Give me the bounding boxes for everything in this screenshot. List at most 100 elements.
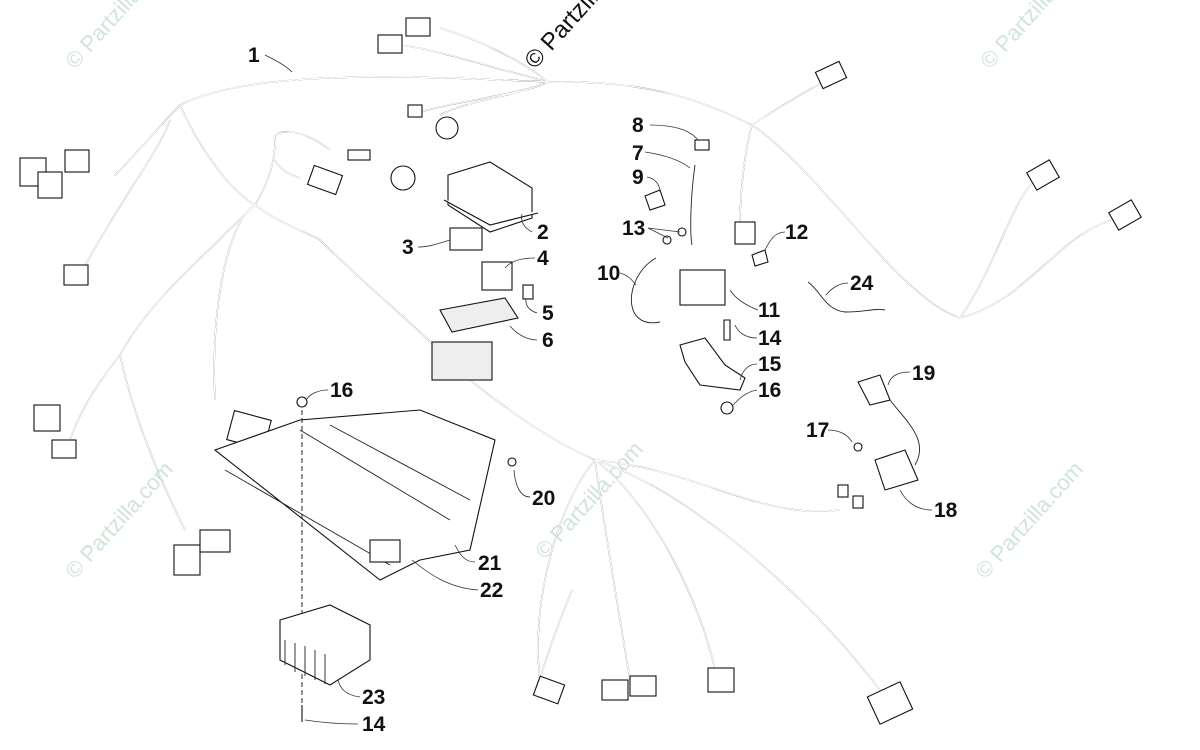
connector [532,675,566,705]
watermark: © Partzilla.com [975,0,1093,73]
harness-wire-inner [114,104,181,176]
solenoid-bracket [679,337,746,391]
coil-screw [853,442,863,452]
fuse-holder-connector [449,227,483,251]
callout-6: 6 [542,329,554,352]
connector [377,34,403,54]
harness-wire [547,81,753,126]
callout-22: 22 [480,579,503,602]
harness-wire-inner [69,354,121,441]
harness-wire [119,204,256,356]
push-rivet [507,457,517,467]
lock-nut [296,396,308,408]
harness-wire-inner [469,379,596,461]
coil-terminal [852,495,864,509]
harness-wire [959,217,1121,319]
terminal-boot [694,139,710,151]
heat-sink-fins [284,640,326,684]
connector [405,17,431,37]
harness-wire-inner [213,204,256,401]
connector [1025,159,1061,191]
solenoid-plug [734,221,756,245]
harness-wire-inner [959,174,1041,319]
harness-wire [179,104,256,206]
harness-wire [739,124,753,226]
harness-wire-inner [739,124,753,226]
callout-21: 21 [478,552,502,575]
solenoid-group [630,139,886,415]
screw [723,319,731,341]
relay [481,261,513,291]
connector [306,164,344,196]
callout-16: 16 [758,379,781,402]
harness-connectors [19,17,1143,725]
terminal-cap [644,189,666,211]
spark-plug-cap [857,374,891,406]
callout-13: 13 [622,217,645,240]
harness-wire-inner [547,81,753,126]
callout-16b: 16 [330,379,353,402]
harness-wire-inner [179,104,256,206]
regulator-group [279,604,371,722]
starter-solenoid [679,269,726,306]
nut [662,235,672,245]
harness-wire-inner [179,76,549,106]
callout-4: 4 [537,247,549,270]
ignition-coil [874,449,919,491]
harness-wire-inner [959,217,1121,319]
harness-wire [274,159,301,179]
harness-wire-inner [79,119,171,276]
harness-wire-inner [594,459,631,681]
electrical-tray [213,409,496,581]
connector [199,529,231,553]
harness-wire [959,174,1041,319]
connector [63,264,89,286]
callout-18: 18 [934,499,958,522]
solenoid-fuse [751,249,769,267]
harness-wire-inner [537,459,596,681]
connector [173,544,201,576]
wiring-harness [69,27,1121,691]
connector [33,404,61,432]
callout-20: 20 [532,487,555,510]
callout-12: 12 [785,221,808,244]
connector [814,60,848,90]
harness-wire-inner [419,81,549,113]
tray-edge [224,424,471,566]
fuse [522,284,534,300]
harness-wire-inner [119,204,256,356]
harness-wire-inner [439,27,549,83]
callout-5: 5 [542,302,554,325]
connector [407,104,423,118]
coil-lead [889,399,921,466]
connector [1107,199,1143,231]
callout-14: 14 [758,327,782,350]
connector [37,171,63,199]
callout-19: 19 [912,362,935,385]
connector [51,439,77,459]
fuse-block-label [439,297,519,333]
fuse-box-group [431,161,539,381]
callout-10: 10 [597,262,620,285]
callout-9: 9 [632,166,644,189]
harness-wire-inner [539,589,573,681]
harness-wire-inner [751,77,831,126]
connector [707,667,735,693]
coil-terminal [837,484,849,498]
battery-cable [630,257,661,324]
callout-3: 3 [402,236,414,259]
callout-15: 15 [758,353,782,376]
harness-wire-inner [399,44,549,83]
harness-wire-inner [594,459,716,671]
voltage-regulator [279,604,371,686]
ignition-group [837,374,921,509]
connector [435,116,459,140]
tray-group [213,396,517,705]
callout-17: 17 [806,419,829,442]
callout-11: 11 [758,299,781,322]
callout-8: 8 [632,114,644,137]
callout-7: 7 [632,142,644,165]
harness-wire-inner [594,459,841,512]
connector [64,149,90,173]
